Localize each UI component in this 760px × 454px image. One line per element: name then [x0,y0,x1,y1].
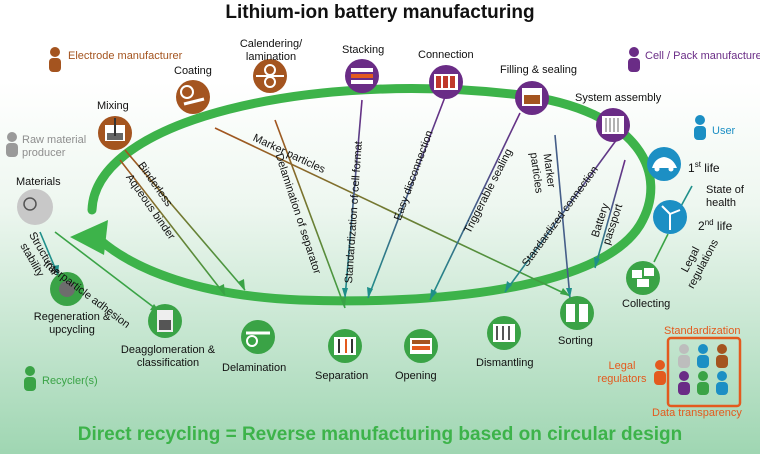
coating-label: Coating [174,65,212,77]
system-assembly-label: System assembly [575,92,662,104]
stack-icon [345,59,379,93]
connection-icon [429,65,463,99]
cycle-loop [87,84,656,306]
mixing-label: Mixing [97,100,129,112]
opening-label: Opening [395,370,437,382]
second-life-label: 2nd life [698,218,733,233]
link-delamination-separator [274,119,346,309]
person-icon-user [694,115,706,140]
standardization-box [666,336,742,408]
link-aqueous-binder [119,159,226,296]
cell-pack-manufacturer-label: Cell / Pack manufacturer [645,50,760,62]
calendering-label: Calendering/ lamination [239,38,303,63]
sorting-label: Sorting [558,335,593,347]
sorting-icon [560,296,594,330]
link-standardized-connection [504,134,621,293]
mixer-icon [98,116,132,150]
person-icon-electrode [49,47,61,72]
connection-label: Connection [418,49,474,61]
coating-icon [176,80,210,114]
recyclers-label: Recycler(s) [42,375,98,387]
opening-icon [404,329,438,363]
person-icon-raw [6,132,18,157]
data-transparency-label: Data transparency [652,407,742,419]
diagram-title: Lithium-ion battery manufacturing [225,2,535,23]
link-marker-particles-electrode [214,127,571,297]
wind-turbine-icon [653,200,687,234]
stacking-label: Stacking [342,44,385,56]
first-life-label: 1st life [688,160,720,175]
filling-sealing-label: Filling & sealing [500,64,578,76]
separation-icon [328,329,362,363]
car-icon [647,147,681,181]
collecting-label: Collecting [622,298,671,310]
system-icon [596,108,630,142]
dismantling-label: Dismantling [476,357,534,369]
standardization-label: Standardization [664,325,741,337]
filling-icon [515,81,549,115]
link-state-of-health [679,185,693,209]
delamination-icon [241,320,275,354]
deagglomeration-label: Deagglomeration & classification [120,344,216,369]
cycle-arrowhead [70,220,108,255]
link-standardization-cell [344,99,363,299]
electrode-manufacturer-label: Electrode manufacturer [68,50,183,62]
materials-icon [17,189,53,225]
person-icon-regulator [654,360,666,385]
calender-icon [253,59,287,93]
person-icon-cell [628,47,640,72]
link-triggerable-sealing [429,112,521,301]
regeneration-icon [50,272,84,306]
regeneration-label: Regeneration & upcycling [33,311,111,336]
marker-particles-cell-label: Marker particles [527,151,558,195]
link-marker-particles-cell [554,134,571,299]
legal-regulators-label: Legal regulators [597,360,647,385]
deagglomeration-icon [148,304,182,338]
separation-label: Separation [315,370,369,382]
collect-icon [626,261,660,295]
person-icon-recycler [24,366,36,391]
link-legal-regulations [653,233,669,263]
link-interparticle [54,231,161,313]
raw-material-producer-label: Raw material producer [22,134,87,159]
link-binderless [124,149,246,291]
group-people-icon [678,344,728,395]
user-label: User [712,125,736,137]
footer-statement: Direct recycling = Reverse manufacturing… [77,424,683,445]
link-easy-disconnection [367,96,446,299]
state-of-health-label: State of health [706,184,744,209]
link-battery-passport [594,159,626,269]
materials-label: Materials [16,176,61,188]
delamination-label: Delamination [222,362,287,374]
dismantling-icon [487,316,521,350]
